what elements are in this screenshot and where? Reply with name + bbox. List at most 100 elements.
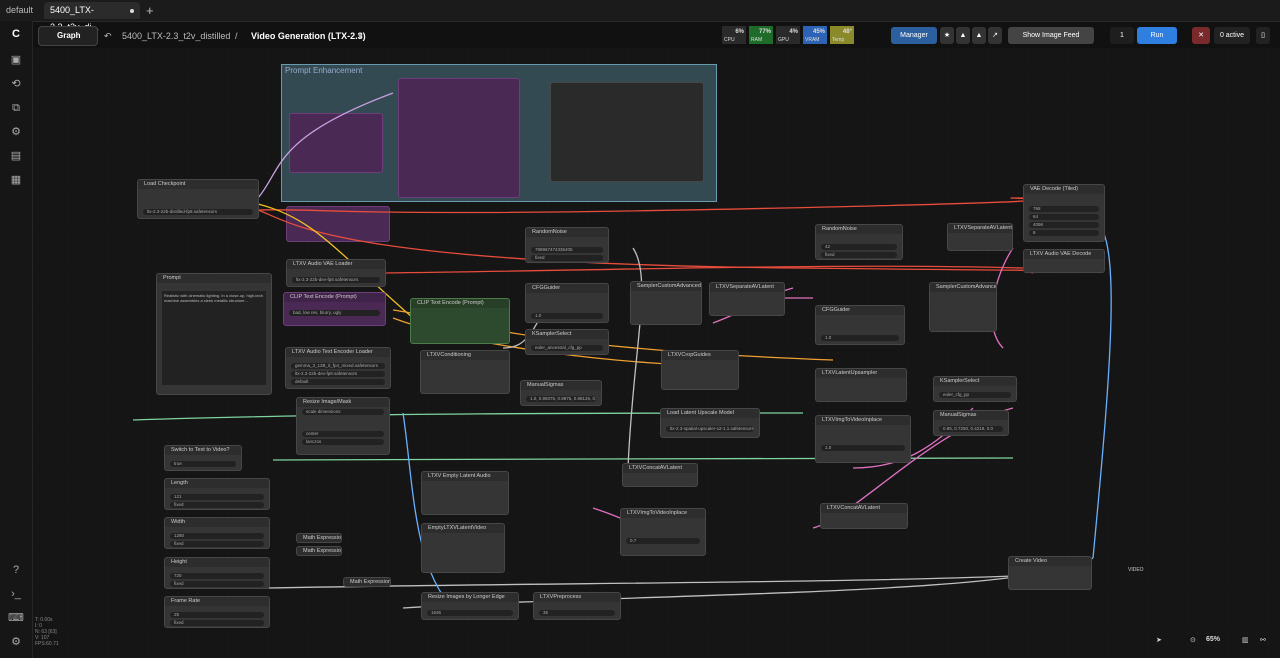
cfg-guider-node-2[interactable]: CFGGuider 1.0 — [815, 305, 905, 345]
ckpt-widget[interactable]: ltx-2.3-22b-dev-fp8.safetensors — [291, 371, 385, 377]
empty-ltxv-latent-video-node[interactable]: EmptyLTXVLatentVideo — [421, 523, 505, 573]
crop-widget[interactable]: center — [302, 431, 384, 437]
run-button[interactable]: Run — [1137, 27, 1177, 44]
ltxv-separate-av-latent-node-2[interactable]: LTXVSeparateAVLatent — [947, 223, 1013, 251]
control-after-generate-widget[interactable]: fixed — [170, 620, 264, 626]
switch-value-widget[interactable]: true — [170, 461, 236, 467]
sampler-name-widget[interactable]: euler_cfg_pp — [939, 392, 1011, 398]
ltxv-conditioning-node[interactable]: LTXVConditioning — [420, 350, 510, 394]
device-widget[interactable]: default — [291, 379, 385, 385]
clip-text-encode-negative-node[interactable]: CLIP Text Encode (Prompt) bad, low res, … — [283, 292, 386, 326]
height-node[interactable]: Height 720 fixed — [164, 557, 270, 589]
length-node[interactable]: Length 121 fixed — [164, 478, 270, 510]
ltxv-audio-text-encoder-node[interactable]: LTXV Audio Text Encoder Loader gemma_3_1… — [285, 347, 391, 389]
temporal-overlap-widget[interactable]: 8 — [1029, 230, 1099, 236]
graph-mode-button[interactable]: Graph — [38, 26, 98, 46]
prompt-textarea[interactable]: Realistic with cinematic lighting. In a … — [162, 291, 266, 385]
enhancer-node-2[interactable] — [398, 78, 520, 198]
random-noise-node[interactable]: RandomNoise 798967474336405 fixed — [525, 227, 609, 263]
cfg-widget[interactable]: 1.0 — [821, 335, 899, 341]
ltxv-audio-vae-decode-node[interactable]: LTXV Audio VAE Decode — [1023, 249, 1105, 273]
strength-widget[interactable]: 0.7 — [626, 538, 700, 544]
images-icon[interactable]: ▣ — [10, 54, 22, 66]
temporal-size-widget[interactable]: 4096 — [1029, 222, 1099, 228]
ltxv-img-to-video-node-2[interactable]: LTXVImgToVideoInplace 1.0 — [815, 415, 911, 463]
vae-name-widget[interactable]: ltx-2.3-22b-dev-fp8.safetensors — [292, 277, 380, 283]
ltxv-concat-av-latent-node-2[interactable]: LTXVConcatAVLatent — [820, 503, 908, 529]
create-video-node[interactable]: Create Video — [1008, 556, 1092, 590]
add-tab-button[interactable]: + — [146, 3, 154, 18]
panel-toggle-icon[interactable]: ▯ — [1256, 27, 1270, 44]
control-after-generate-widget[interactable]: fixed — [531, 255, 603, 261]
ltxv-preprocess-node[interactable]: LTXVPreprocess 35 — [533, 592, 621, 620]
minimap-icon[interactable]: ▥ — [1242, 637, 1249, 644]
triangle-alt-icon[interactable]: ▲ — [972, 27, 986, 44]
manual-sigmas-node-2[interactable]: ManualSigmas 0.85, 0.7250, 0.4219, 0.0 — [933, 410, 1009, 436]
enhancer-preview-node[interactable] — [550, 82, 704, 182]
keyboard-icon[interactable]: ⌨ — [8, 612, 24, 624]
show-image-feed-button[interactable]: Show Image Feed — [1008, 27, 1094, 44]
control-after-generate-widget[interactable]: fixed — [170, 502, 264, 508]
noise-seed-widget[interactable]: 798967474336405 — [531, 247, 603, 253]
tile-size-widget[interactable]: 768 — [1029, 206, 1099, 212]
breadcrumb-subgraph[interactable]: Video Generation (LTX-2.3) — [251, 31, 366, 41]
fit-view-icon[interactable]: ⊙ — [1190, 637, 1196, 644]
link-visibility-icon[interactable]: ⚯ — [1260, 637, 1266, 644]
overlap-widget[interactable]: 64 — [1029, 214, 1099, 220]
math-expression-node-3[interactable]: Math Expression — [343, 577, 391, 587]
text-encoder-widget[interactable]: gemma_3_12B_it_fp4_mixed.safetensors — [291, 363, 385, 369]
scale-method-widget[interactable]: lanczos — [302, 439, 384, 445]
chevron-down-icon[interactable]: ▾ — [358, 31, 363, 41]
active-queue-button[interactable]: 0 active — [1214, 27, 1250, 44]
control-after-generate-widget[interactable]: fixed — [821, 252, 897, 258]
ltxv-crop-guides-node[interactable]: LTXVCropGuides — [661, 350, 739, 390]
ltxv-concat-av-latent-node[interactable]: LTXVConcatAVLatent — [622, 463, 698, 487]
ltxv-audio-vae-loader-node[interactable]: LTXV Audio VAE Loader ltx-2.3-22b-dev-fp… — [286, 259, 386, 287]
ltxv-img-to-video-node[interactable]: LTXVImgToVideoInplace 0.7 — [620, 508, 706, 556]
sigmas-widget[interactable]: 1.0, 0.99375, 0.9875, 0.98125, 0.975, 0.… — [526, 396, 596, 402]
sampler-name-widget[interactable]: euler_ancestral_cfg_pp — [531, 345, 603, 351]
tab-workflow[interactable]: 5400_LTX-2.3_t2v_di... — [44, 2, 140, 32]
pointer-icon[interactable]: ➤ — [1156, 637, 1162, 644]
star-icon[interactable]: ★ — [940, 27, 954, 44]
ksampler-select-node[interactable]: KSamplerSelect euler_ancestral_cfg_pp — [525, 329, 609, 355]
sampler-custom-advanced-node[interactable]: SamplerCustomAdvanced — [630, 281, 702, 325]
model-name-widget[interactable]: ltx-2.3-spatial-upscaler-x2-1.1.safetens… — [666, 426, 754, 432]
ltxv-latent-upsampler-node[interactable]: LTXVLatentUpsampler — [815, 368, 907, 402]
ksampler-select-node-2[interactable]: KSamplerSelect euler_cfg_pp — [933, 376, 1017, 402]
height-value-widget[interactable]: 720 — [170, 573, 264, 579]
templates-icon[interactable]: ▦ — [10, 174, 22, 186]
queue-icon[interactable]: ⟲ — [11, 78, 21, 90]
manager-button[interactable]: Manager — [891, 27, 937, 44]
cancel-icon[interactable]: ✕ — [1192, 27, 1210, 44]
random-noise-node-2[interactable]: RandomNoise 42 fixed — [815, 224, 903, 260]
ckpt-name-widget[interactable]: ltx-2.3-22b-distilled-fp8.safetensors — [143, 209, 253, 215]
workflows-icon[interactable]: ▤ — [10, 150, 22, 162]
tab-default[interactable]: default — [6, 5, 34, 15]
manual-sigmas-node[interactable]: ManualSigmas 1.0, 0.99375, 0.9875, 0.981… — [520, 380, 602, 406]
load-latent-upscale-model-node[interactable]: Load Latent Upscale Model ltx-2.3-spatia… — [660, 408, 760, 438]
resize-images-longer-edge-node[interactable]: Resize Images by Longer Edge 1536 — [421, 592, 519, 620]
width-node[interactable]: Width 1280 fixed — [164, 517, 270, 549]
triangle-icon[interactable]: ▲ — [956, 27, 970, 44]
settings-gear-icon[interactable]: ⚙ — [11, 636, 21, 648]
math-expression-node-2[interactable]: Math Expression — [296, 546, 342, 556]
back-icon[interactable]: ↶ — [104, 31, 112, 41]
sigmas-widget[interactable]: 0.85, 0.7250, 0.4219, 0.0 — [939, 426, 1003, 432]
ltxv-empty-latent-audio-node[interactable]: LTXV Empty Latent Audio — [421, 471, 509, 515]
cfg-widget[interactable]: 1.0 — [531, 313, 603, 319]
breadcrumb-workflow[interactable]: 5400_LTX-2.3_t2v_distilled — [122, 31, 231, 41]
share-icon[interactable]: ↗ — [988, 27, 1002, 44]
comfy-logo-icon[interactable]: C — [12, 28, 20, 40]
resize-image-mask-node[interactable]: Resize Image/Mask scale dimensions cente… — [296, 397, 390, 455]
cfg-guider-node[interactable]: CFGGuider 1.0 — [525, 283, 609, 323]
strength-widget[interactable]: 1.0 — [821, 445, 905, 451]
ltxv-separate-av-latent-node[interactable]: LTXVSeparateAVLatent — [709, 282, 785, 316]
width-value-widget[interactable]: 1280 — [170, 533, 264, 539]
negative-text-widget[interactable]: bad, low res, blurry, ugly — [289, 310, 380, 316]
queue-count-input[interactable]: 1 — [1110, 27, 1134, 44]
model-library-icon[interactable]: ⚙ — [11, 126, 21, 138]
help-icon[interactable]: ? — [12, 564, 20, 576]
noise-seed-widget[interactable]: 42 — [821, 244, 897, 250]
node-library-icon[interactable]: ⧉ — [12, 102, 20, 114]
